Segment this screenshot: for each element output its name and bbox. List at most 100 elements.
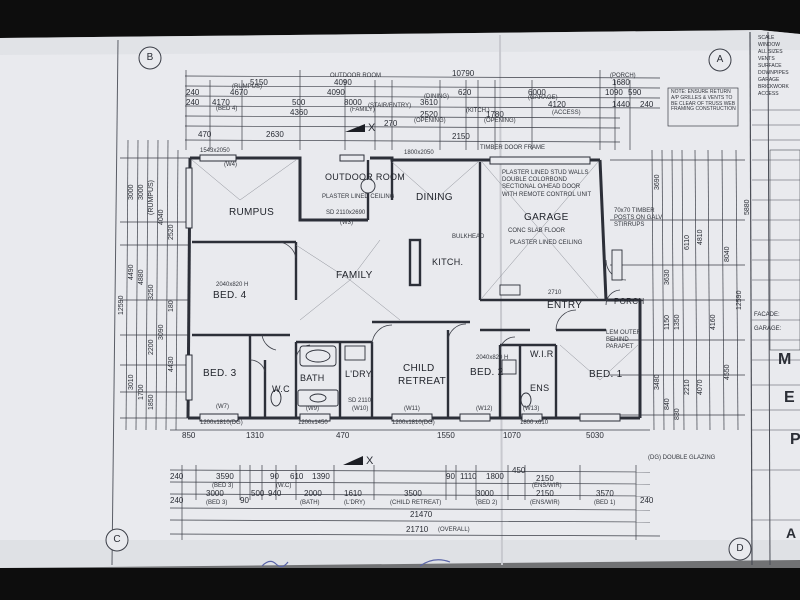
title-line-3: VENTS — [758, 56, 775, 62]
note-parapet: LEM OUTER BEHIND PARAPET — [606, 330, 642, 351]
dim-bottom-total: 21470 — [410, 510, 433, 519]
dim-right-12: 4070 — [697, 379, 704, 395]
room-label-bed3: BED. 3 — [203, 368, 237, 379]
dim-bottom-r3-2: 90 — [240, 496, 249, 505]
room-label-bed4: BED. 4 — [213, 290, 247, 301]
dim-top-r3-3: 620 — [458, 88, 472, 97]
note-timber-door: TIMBER DOOR FRAME — [480, 145, 546, 151]
dim-left-8: 180 — [168, 300, 175, 312]
title-line-6: GARAGE — [758, 77, 780, 83]
dim-bottom-r3-label-1: (BATH) — [300, 500, 320, 506]
title-letter-1: E — [784, 389, 795, 406]
dim-right-14: 840 — [664, 398, 671, 410]
dim-top-r3-2: 4090 — [327, 88, 345, 97]
dim-top-r5-label-0: (STAIR/ENTRY) — [368, 103, 412, 109]
dim-top-overall: 10790 — [452, 69, 475, 78]
dim-top-r3-label-2: (GARAGE) — [528, 95, 558, 101]
title-line-4: SURFACE — [758, 63, 782, 69]
note-garage-posts: 70x70 TIMBER POSTS ON GALV STIRRUPS — [614, 208, 663, 229]
dim-left-9: 3090 — [158, 324, 165, 340]
room-label-ldry: L'DRY. — [345, 369, 374, 379]
dim-bottom-r2-6: 1110 — [460, 472, 477, 481]
dim-bottom-r3-3: 500 — [251, 489, 265, 498]
dim-left-13: 1850 — [148, 394, 155, 410]
dim-left-0: 3000 — [128, 184, 135, 200]
dim-top-r4-label-3: (ACCESS) — [552, 110, 581, 116]
dim-right-7: 1150 — [664, 314, 671, 330]
grid-marker-b: B — [146, 52, 154, 63]
note-opening-1800: 1800x2050 — [404, 150, 434, 156]
dim-left-2: (RUMPUS) — [148, 180, 155, 215]
room-label-outdoor-room: OUTDOOR ROOM — [325, 172, 406, 182]
dim-left-7: 3250 — [148, 284, 155, 300]
note-garage-floor: CONC SLAB FLOOR — [508, 228, 566, 234]
dim-right-2: 6110 — [684, 234, 691, 250]
window-tag-w3: (W3) — [340, 220, 353, 226]
dim-bottom-r2-1: 3590 — [216, 472, 234, 481]
dim-bottom-overall: 21710 — [406, 525, 429, 534]
dim-left-11: 3010 — [128, 374, 135, 390]
dim-bottom-r3-1: 3000 — [206, 489, 224, 498]
note-opening-1543: 1543x2050 — [200, 148, 230, 154]
section-mark-bottom: X — [366, 455, 374, 467]
dim-right-5: 12590 — [736, 290, 743, 310]
dim-right-0: 3690 — [654, 174, 661, 190]
dim-bottom-r1-1: 1310 — [246, 431, 264, 440]
dim-top-r6-2: 2150 — [452, 132, 470, 141]
dim-bottom-r3-label-3: (CHILD RETREAT) — [390, 500, 442, 506]
dim-top-r3-4: 6000 — [528, 88, 546, 97]
dim-top-r4-2: 500 — [292, 98, 306, 107]
dim-left-15: 12590 — [118, 295, 125, 315]
window-tag-w10: (W10) — [352, 406, 369, 412]
dim-top-r5-label-2: (OPENING) — [484, 118, 516, 124]
dim-top-r3-label-0: (RUMPUS) — [232, 84, 262, 90]
title-line-2: ALL SIZES — [758, 49, 783, 55]
dim-right-9: 4160 — [710, 314, 717, 330]
note-window-bath: 1200x1450 — [298, 420, 328, 426]
title-line-8: ACCESS — [758, 91, 779, 97]
title-line-1: WINDOW — [758, 42, 780, 48]
dim-bottom-r3-8: 3000 — [476, 489, 494, 498]
room-label-retreat: RETREAT — [398, 376, 447, 387]
title-line-5: DOWNPIPES — [758, 70, 789, 76]
dim-right-8: 1350 — [674, 314, 681, 330]
dim-left-12: 1700 — [138, 384, 145, 400]
dim-bottom-r2-0: 240 — [170, 472, 184, 481]
dim-bottom-r1-3: 1550 — [437, 431, 455, 440]
window-tag-w13: (W13) — [523, 406, 540, 412]
dim-left-1: 3000 — [138, 184, 145, 200]
room-label-rumpus: RUMPUS — [229, 207, 275, 218]
dim-top-r4-6: 1440 — [612, 100, 630, 109]
dim-bottom-r3-10: 3570 — [596, 489, 614, 498]
dim-top-r6-1: 2630 — [266, 130, 284, 139]
dim-bottom-r3-9: 2150 — [536, 489, 554, 498]
dim-bottom-r1-4: 1070 — [503, 431, 521, 440]
dim-bottom-r2-label-1: (W.C) — [276, 483, 292, 489]
dim-top-r2-label-1: (PORCH) — [610, 73, 636, 79]
dim-bottom-r2-4: 1390 — [312, 472, 330, 481]
dim-top-r4-3: 3610 — [420, 98, 438, 107]
title-letter-2: P — [790, 431, 800, 448]
dim-bottom-r1-0: 850 — [182, 431, 196, 440]
dim-bottom-r2-8: 450 — [512, 466, 526, 475]
dim-top-r2-label-0: OUTDOOR ROOM — [330, 73, 381, 79]
dim-top-r2-2: 1680 — [612, 78, 630, 87]
room-label-dining: DINING — [416, 192, 453, 203]
dim-right-11: 2210 — [684, 379, 691, 395]
note-window-retreat: 1200x1810(DG) — [392, 420, 435, 426]
dim-bottom-r3-5: 2000 — [304, 489, 322, 498]
title-letter-0: M — [778, 351, 792, 368]
dim-bottom-r3-label-6: (BED 1) — [594, 500, 616, 506]
dim-right-10: 3480 — [654, 374, 661, 390]
note-door-size-bed2: 2040x820 H — [476, 355, 509, 361]
dim-bottom-r3-6: 1610 — [344, 489, 362, 498]
dim-left-6: 4880 — [138, 269, 145, 285]
dim-right-3: 4810 — [697, 229, 704, 245]
room-label-bed1: BED. 1 — [589, 369, 623, 380]
dim-bottom-r2-label-0: (BED 3) — [212, 483, 234, 489]
room-label-entry: ENTRY — [547, 300, 583, 311]
room-label-wir: W.I.R — [530, 349, 554, 359]
dim-bottom-r3-4: 940 — [268, 489, 282, 498]
